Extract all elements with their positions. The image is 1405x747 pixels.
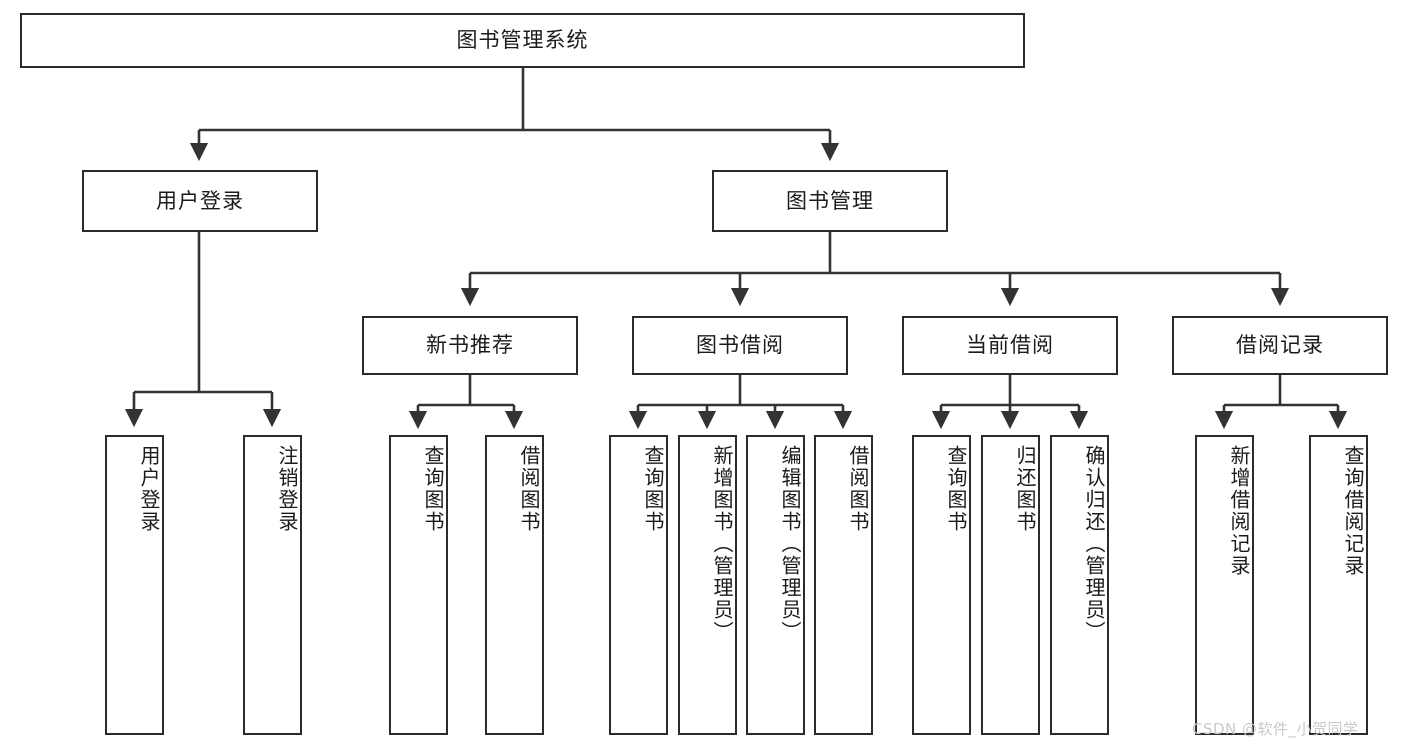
csdn-watermark: CSDN @软件_小贺同学: [1192, 720, 1359, 738]
node-new-book-recommend[interactable]: 新书推荐: [362, 316, 578, 375]
node-label: 借阅图书: [846, 445, 870, 533]
leaf-new-book-borrow-book[interactable]: 借阅图书: [485, 435, 544, 735]
leaf-current-borrow-return-book[interactable]: 归还图书: [981, 435, 1040, 735]
node-current-borrow[interactable]: 当前借阅: [902, 316, 1118, 375]
node-root-system[interactable]: 图书管理系统: [20, 13, 1025, 68]
node-label: 借阅图书: [517, 445, 541, 533]
node-label: 编辑图书（管理员）: [778, 445, 802, 643]
node-label: 图书管理系统: [456, 28, 589, 53]
leaf-book-borrow-add-book-admin[interactable]: 新增图书（管理员）: [678, 435, 737, 735]
node-label: 借阅记录: [1236, 333, 1324, 358]
node-book-borrow[interactable]: 图书借阅: [632, 316, 848, 375]
leaf-current-borrow-confirm-return-admin[interactable]: 确认归还（管理员）: [1050, 435, 1109, 735]
leaf-book-borrow-edit-book-admin[interactable]: 编辑图书（管理员）: [746, 435, 805, 735]
node-label: 新增借阅记录: [1227, 445, 1251, 577]
node-label: 查询图书: [944, 445, 968, 533]
node-book-management[interactable]: 图书管理: [712, 170, 948, 232]
node-label: 确认归还（管理员）: [1082, 445, 1106, 643]
node-label: 用户登录: [137, 445, 161, 533]
node-user-login[interactable]: 用户登录: [82, 170, 318, 232]
node-label: 注销登录: [275, 445, 299, 533]
leaf-book-borrow-query-book[interactable]: 查询图书: [609, 435, 668, 735]
node-label: 查询图书: [421, 445, 445, 533]
node-label: 当前借阅: [966, 333, 1054, 358]
leaf-book-borrow-borrow-book[interactable]: 借阅图书: [814, 435, 873, 735]
node-label: 用户登录: [156, 188, 244, 213]
node-label: 归还图书: [1013, 445, 1037, 533]
node-borrow-record[interactable]: 借阅记录: [1172, 316, 1388, 375]
node-label: 图书借阅: [696, 333, 784, 358]
node-label: 查询图书: [641, 445, 665, 533]
node-label: 新增图书（管理员）: [710, 445, 734, 643]
leaf-new-book-query-book[interactable]: 查询图书: [389, 435, 448, 735]
leaf-borrow-record-query-record[interactable]: 查询借阅记录: [1309, 435, 1368, 735]
node-label: 新书推荐: [426, 333, 514, 358]
node-label: 查询借阅记录: [1341, 445, 1365, 577]
node-label: 图书管理: [786, 188, 874, 213]
leaf-current-borrow-query-book[interactable]: 查询图书: [912, 435, 971, 735]
leaf-user-login-logout[interactable]: 注销登录: [243, 435, 302, 735]
leaf-user-login-login[interactable]: 用户登录: [105, 435, 164, 735]
leaf-borrow-record-add-record[interactable]: 新增借阅记录: [1195, 435, 1254, 735]
